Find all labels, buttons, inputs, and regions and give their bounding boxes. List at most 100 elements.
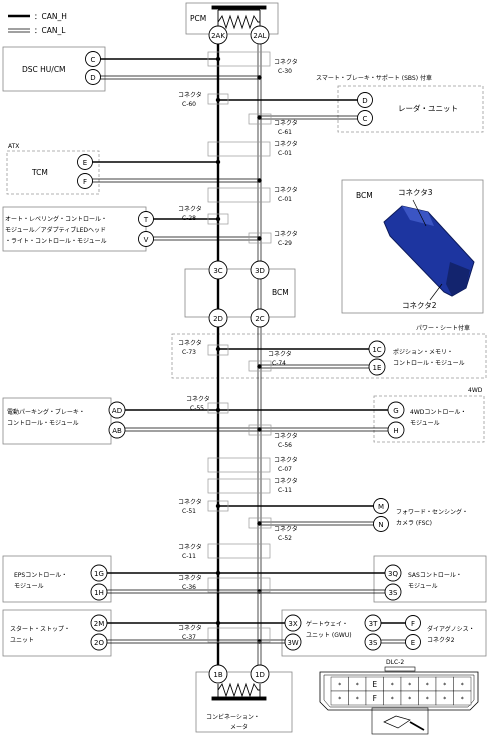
svg-text:3W: 3W bbox=[287, 639, 298, 647]
dlc-pin-label: E bbox=[372, 680, 377, 689]
svg-text:D: D bbox=[90, 74, 95, 82]
svg-text:C-73: C-73 bbox=[182, 349, 196, 356]
headlight-label-1: オート・レベリング・コントロール・ bbox=[5, 215, 107, 223]
svg-text:C-07: C-07 bbox=[278, 466, 292, 473]
bcm-connector3-label: コネクタ3 bbox=[398, 188, 433, 197]
sas-label-2: モジュール bbox=[408, 583, 438, 590]
option-boxes bbox=[6, 85, 487, 443]
svg-text:3D: 3D bbox=[255, 267, 265, 275]
svg-text:1C: 1C bbox=[372, 346, 381, 354]
svg-text:F: F bbox=[83, 178, 87, 186]
svg-text:AD: AD bbox=[112, 407, 122, 415]
svg-text:2O: 2O bbox=[94, 639, 104, 647]
svg-text:3X: 3X bbox=[288, 620, 297, 628]
diag-label-2: コネクタ2 bbox=[427, 636, 455, 644]
svg-text:E: E bbox=[83, 159, 87, 167]
svg-text:C-28: C-28 bbox=[182, 215, 196, 222]
svg-text:C-60: C-60 bbox=[182, 101, 196, 108]
svg-text:2D: 2D bbox=[213, 315, 223, 323]
svg-text:2AK: 2AK bbox=[211, 32, 225, 40]
svg-text:C: C bbox=[91, 56, 96, 64]
position-memory-label-1: ポジション・メモリ・ bbox=[393, 348, 453, 356]
svg-text:N: N bbox=[378, 521, 383, 529]
svg-text:M: M bbox=[378, 503, 384, 511]
gateway-label-1: ゲートウェイ・ bbox=[306, 620, 348, 628]
fsc-label-1: フォワード・センシング・ bbox=[396, 508, 468, 516]
option-power-seat-label: パワー・シート付車 bbox=[416, 324, 470, 332]
svg-text:コネクタ: コネクタ bbox=[178, 205, 202, 213]
svg-text:1H: 1H bbox=[94, 589, 104, 597]
dlc-pin-label: * bbox=[338, 682, 341, 689]
option-atx-label: ATX bbox=[8, 143, 19, 150]
svg-text:1E: 1E bbox=[373, 364, 382, 372]
svg-text:C-74: C-74 bbox=[272, 360, 286, 367]
svg-text:3S: 3S bbox=[389, 589, 398, 597]
can-branches bbox=[92, 58, 406, 644]
headlight-label-3: ・ライト・コントロール・モジュール bbox=[5, 238, 107, 245]
svg-text:コネクタ: コネクタ bbox=[274, 456, 298, 464]
svg-text:C-29: C-29 bbox=[278, 240, 292, 247]
svg-text:コネクタ: コネクタ bbox=[178, 339, 202, 347]
svg-text:H: H bbox=[393, 427, 398, 435]
svg-text:C-37: C-37 bbox=[182, 634, 196, 641]
fsc-label-2: カメラ (FSC) bbox=[396, 520, 432, 527]
bcm-illustration: コネクタ3 コネクタ2 bbox=[383, 188, 475, 310]
position-memory-label-2: コントロール・モジュール bbox=[393, 360, 465, 367]
eps-label-2: モジュール bbox=[14, 583, 44, 590]
bcm-inset-label: BCM bbox=[356, 191, 373, 200]
start-stop-label-1: スタート・ストップ・ bbox=[10, 625, 70, 633]
svg-text:コネクタ: コネクタ bbox=[274, 230, 298, 238]
svg-text:コネクタ: コネクタ bbox=[274, 58, 298, 66]
svg-text:コネクタ: コネクタ bbox=[274, 140, 298, 148]
dlc2-connector: DLC-2 **E*******F***** bbox=[319, 659, 479, 735]
dlc-pin-label: * bbox=[391, 696, 394, 703]
svg-text:コネクタ: コネクタ bbox=[268, 350, 292, 358]
dlc-pin-label: F bbox=[373, 694, 377, 703]
svg-text:C-01: C-01 bbox=[278, 150, 292, 157]
pin-labels: 2AK 2AL C D D C E F T V 3C 3D 2D 2C 1C 1… bbox=[83, 32, 415, 679]
dlc-pin-label: * bbox=[356, 696, 359, 703]
legend: ：CAN_H ：CAN_L bbox=[8, 12, 67, 35]
legend-can-h: ：CAN_H bbox=[34, 12, 67, 21]
svg-text:1B: 1B bbox=[213, 671, 222, 679]
epb-label-1: 電動パーキング・ブレーキ・ bbox=[7, 408, 85, 416]
epb-label-2: コントロール・モジュール bbox=[7, 420, 79, 427]
svg-text:コネクタ: コネクタ bbox=[178, 543, 202, 551]
dlc-pin-label: * bbox=[461, 696, 464, 703]
svg-text:C-36: C-36 bbox=[182, 584, 196, 591]
svg-text:C-52: C-52 bbox=[278, 535, 292, 542]
svg-text:コネクタ: コネクタ bbox=[178, 498, 202, 506]
svg-text:G: G bbox=[393, 407, 398, 415]
option-4wd-label: 4WD bbox=[468, 387, 483, 394]
svg-text:C: C bbox=[363, 115, 368, 123]
dlc-pin-label: * bbox=[461, 682, 464, 689]
svg-text:1D: 1D bbox=[255, 671, 265, 679]
combination-label-2: メータ bbox=[230, 723, 248, 731]
dlc-pin-label: * bbox=[356, 682, 359, 689]
svg-text:コネクタ: コネクタ bbox=[274, 525, 298, 533]
dlc-pin-cell bbox=[453, 690, 472, 706]
svg-text:3C: 3C bbox=[213, 267, 222, 275]
svg-text:コネクタ: コネクタ bbox=[178, 624, 202, 632]
svg-text:C-55: C-55 bbox=[190, 405, 204, 412]
svg-text:D: D bbox=[362, 97, 367, 105]
svg-text:コネクタ: コネクタ bbox=[274, 186, 298, 194]
svg-text:C-01: C-01 bbox=[278, 196, 292, 203]
svg-text:コネクタ: コネクタ bbox=[178, 91, 202, 99]
svg-text:1G: 1G bbox=[94, 570, 104, 578]
bcm-connector2-label: コネクタ2 bbox=[402, 301, 437, 310]
dlc-pin-label: * bbox=[443, 682, 446, 689]
dlc-pin-label: * bbox=[426, 682, 429, 689]
pin-circles bbox=[77, 25, 421, 684]
radar-label: レーダ・ユニット bbox=[398, 103, 458, 113]
svg-text:C-51: C-51 bbox=[182, 508, 196, 515]
can-trunk bbox=[216, 44, 262, 666]
inline-connectors bbox=[207, 51, 272, 643]
svg-text:C-11: C-11 bbox=[182, 553, 196, 560]
sas-label-1: SASコントロール・ bbox=[408, 572, 462, 579]
start-stop-label-2: ユニット bbox=[10, 637, 34, 644]
svg-text:C-61: C-61 bbox=[278, 129, 292, 136]
